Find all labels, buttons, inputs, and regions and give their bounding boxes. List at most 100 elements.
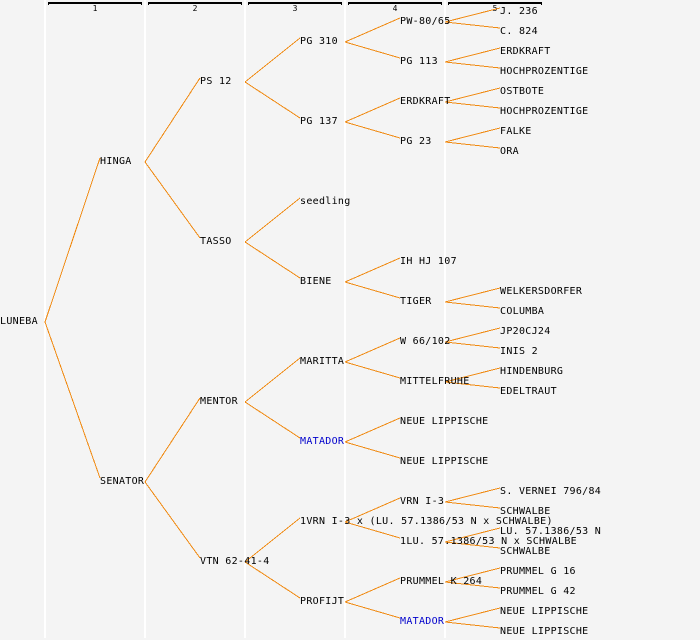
ancestor-node-label: VTN 62-41-4 — [200, 556, 270, 567]
ancestor-node-label: PROFIJT — [300, 596, 345, 607]
parent-link-line — [344, 441, 401, 459]
parent-link-line — [444, 581, 501, 589]
generation-header-1: 1 — [92, 4, 98, 13]
parent-link-line — [244, 197, 301, 243]
parent-link-line — [444, 487, 501, 503]
parent-link-line — [444, 61, 501, 69]
parent-link-line — [244, 241, 301, 279]
ancestor-node-label: INIS 2 — [500, 346, 538, 357]
ancestor-node-label: ERDKRAFT — [400, 96, 451, 107]
ancestor-node-label: 1LU. 57.1386/53 N x SCHWALBE — [400, 536, 577, 547]
parent-link-line — [444, 7, 501, 23]
ancestor-node-label: OSTBOTE — [500, 86, 545, 97]
ancestor-node-label: NEUE LIPPISCHE — [500, 626, 589, 637]
parent-link-line — [444, 287, 501, 303]
ancestor-node-label[interactable]: MATADOR — [400, 616, 445, 627]
ancestor-node-label: SCHWALBE — [500, 506, 551, 517]
ancestor-node-label: PW-80/65 — [400, 16, 451, 27]
ancestor-node-label: IH HJ 107 — [400, 256, 457, 267]
parent-link-line — [344, 577, 401, 603]
ancestor-node-label: NEUE LIPPISCHE — [400, 416, 489, 427]
parent-link-line — [444, 541, 501, 549]
ancestor-node-label: SENATOR — [100, 476, 145, 487]
parent-link-line — [444, 301, 501, 309]
ancestor-node-label: HINDENBURG — [500, 366, 564, 377]
parent-link-line — [344, 497, 401, 523]
generation-bracket-2 — [148, 2, 242, 5]
column-separator — [244, 0, 246, 638]
parent-link-line — [444, 327, 501, 343]
parent-link-line — [144, 397, 201, 483]
parent-link-line — [244, 517, 301, 563]
parent-link-line — [344, 121, 401, 139]
ancestor-node-label: EDELTRAUT — [500, 386, 557, 397]
parent-link-line — [444, 607, 501, 623]
ancestor-node-label: PG 23 — [400, 136, 432, 147]
column-separator — [444, 0, 446, 638]
ancestor-node-label: W 66/102 — [400, 336, 451, 347]
ancestor-node-label: NEUE LIPPISCHE — [500, 606, 589, 617]
ancestor-node-label: PRUMMEL G 16 — [500, 566, 576, 577]
parent-link-line — [244, 357, 301, 403]
ancestor-node-label: COLUMBA — [500, 306, 545, 317]
ancestor-node-label: FALKE — [500, 126, 532, 137]
parent-link-line — [344, 417, 401, 443]
ancestor-node-label: PS 12 — [200, 76, 232, 87]
parent-link-line — [344, 41, 401, 59]
parent-link-line — [244, 37, 301, 83]
ancestor-node-label: PG 137 — [300, 116, 338, 127]
parent-link-line — [344, 521, 401, 539]
parent-link-line — [344, 337, 401, 363]
parent-link-line — [344, 17, 401, 43]
parent-link-line — [444, 621, 501, 629]
column-separator — [44, 0, 46, 638]
ancestor-node-label: JP20CJ24 — [500, 326, 551, 337]
generation-bracket-3 — [248, 2, 342, 5]
parent-link-line — [344, 281, 401, 299]
ancestor-node-label: PRUMMEL K 264 — [400, 576, 483, 587]
ancestor-node-label: J. 236 — [500, 6, 538, 17]
parent-link-line — [244, 401, 301, 439]
generation-bracket-1 — [48, 2, 142, 5]
parent-link-line — [444, 527, 501, 543]
generation-header-5: 5 — [492, 4, 498, 13]
column-separator — [144, 0, 146, 638]
parent-link-line — [44, 321, 101, 479]
parent-link-line — [444, 87, 501, 103]
ancestor-node-label: MENTOR — [200, 396, 238, 407]
ancestor-node-label: LU. 57.1386/53 N — [500, 526, 602, 537]
ancestor-node-label: BIENE — [300, 276, 332, 287]
parent-link-line — [444, 367, 501, 383]
ancestor-node-label[interactable]: MATADOR — [300, 436, 345, 447]
ancestor-node-label: TIGER — [400, 296, 432, 307]
ancestor-node-label: MITTELFRUHE — [400, 376, 470, 387]
ancestor-node-label: PG 310 — [300, 36, 338, 47]
ancestor-node-label: HINGA — [100, 156, 132, 167]
parent-link-line — [344, 361, 401, 379]
ancestor-node-label: SCHWALBE — [500, 546, 551, 557]
parent-link-line — [444, 341, 501, 349]
parent-link-line — [144, 77, 201, 163]
parent-link-line — [444, 127, 501, 143]
column-separator — [344, 0, 346, 638]
ancestor-node-label: VRN I-3 — [400, 496, 445, 507]
ancestor-node-label: PRUMMEL G 42 — [500, 586, 576, 597]
parent-link-line — [344, 97, 401, 123]
ancestor-node-label: MARITTA — [300, 356, 345, 367]
parent-link-line — [444, 101, 501, 109]
generation-bracket-5 — [448, 2, 542, 5]
parent-link-line — [244, 561, 301, 599]
ancestor-node-label: ORA — [500, 146, 519, 157]
parent-link-line — [444, 21, 501, 29]
ancestor-node-label: WELKERSDORFER — [500, 286, 583, 297]
parent-link-line — [44, 157, 101, 323]
generation-header-2: 2 — [192, 4, 198, 13]
ancestor-node-label: C. 824 — [500, 26, 538, 37]
parent-link-line — [444, 567, 501, 583]
root-node-label: LUNEBA — [0, 316, 38, 327]
parent-link-line — [344, 601, 401, 619]
parent-link-line — [144, 481, 201, 559]
ancestor-node-label: 1VRN I-3 x (LU. 57.1386/53 N x SCHWALBE) — [300, 516, 553, 527]
ancestor-node-label: S. VERNEI 796/84 — [500, 486, 602, 497]
